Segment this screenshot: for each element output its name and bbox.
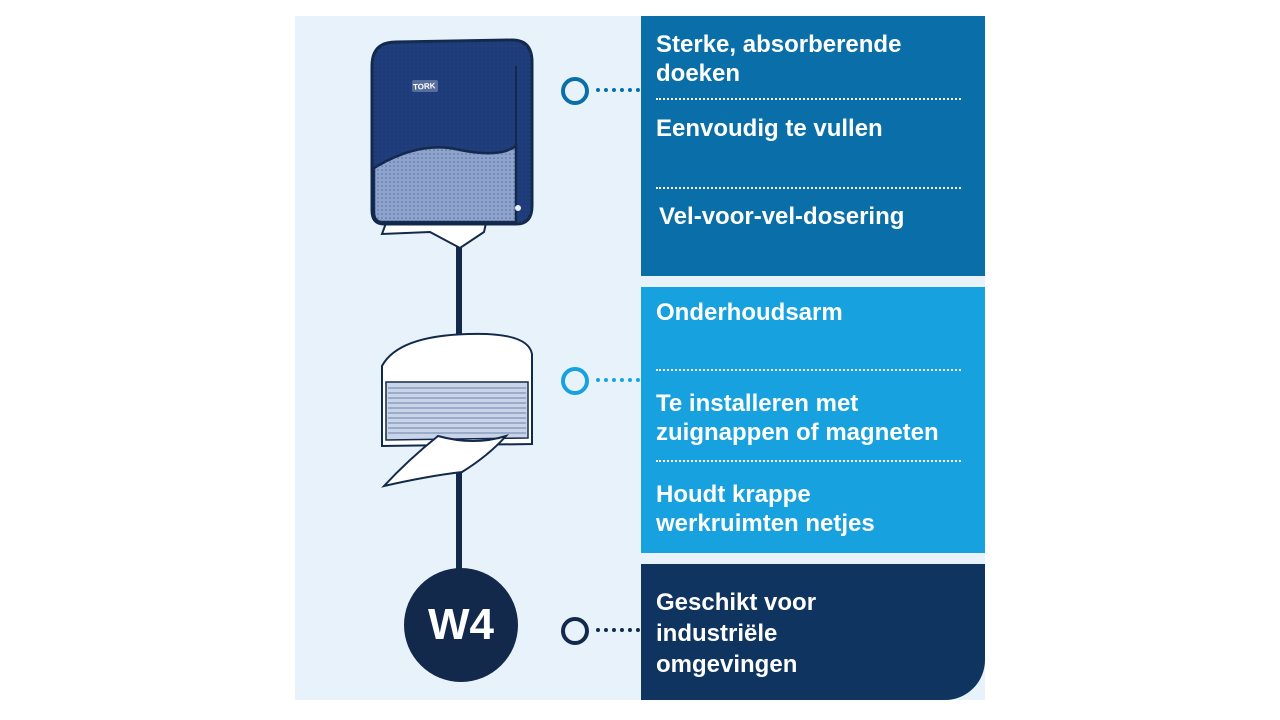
connector-node <box>561 617 589 645</box>
connector-line <box>456 455 462 570</box>
connector-dots <box>596 378 640 382</box>
divider <box>656 187 961 189</box>
divider <box>656 369 961 371</box>
dispenser-illustration <box>370 38 534 250</box>
feature-text: Te installeren met zuignappen of magnete… <box>656 390 939 446</box>
divider <box>656 460 961 462</box>
feature-box-installation <box>641 287 985 553</box>
feature-text: Houdt krappe werkruimten netjes <box>656 481 875 537</box>
feature-text: Vel-voor-vel-dosering <box>659 203 905 230</box>
connector-line <box>456 240 462 340</box>
feature-text: Sterke, absorberende doeken <box>656 31 902 87</box>
connector-node <box>561 77 589 105</box>
product-badge: W4 <box>404 568 518 682</box>
divider <box>656 98 961 100</box>
connector-dots <box>596 628 640 632</box>
refill-pack-illustration <box>381 332 533 488</box>
connector-node <box>561 367 589 395</box>
connector-dots <box>596 88 640 92</box>
feature-text: Onderhoudsarm <box>656 299 843 326</box>
feature-text: Eenvoudig te vullen <box>656 115 883 142</box>
feature-box-dispensing <box>641 16 985 276</box>
feature-box-environment <box>641 564 985 700</box>
feature-text: Geschikt voor industriële omgevingen <box>656 589 817 678</box>
tork-logo: TORK <box>412 81 436 92</box>
